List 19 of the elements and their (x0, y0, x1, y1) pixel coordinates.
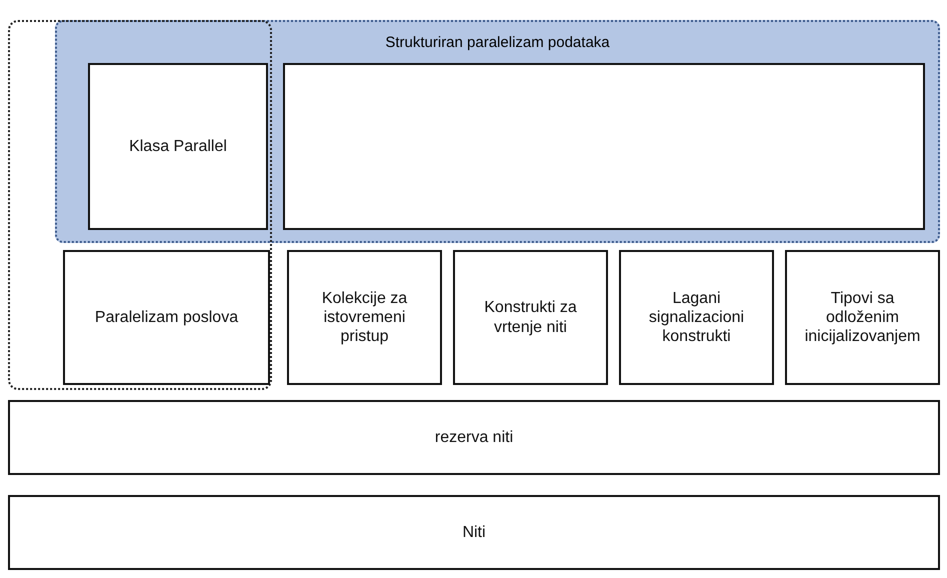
layer-label: Klasa Parallel (128, 136, 228, 156)
layer-box (619, 250, 774, 385)
group-title: Strukturiran paralelizam podataka (384, 34, 611, 51)
layer-box (8, 495, 940, 570)
layer-box (287, 250, 442, 385)
layer-label: Niti (461, 522, 487, 542)
layer-box (63, 250, 270, 385)
layer-label: rezerva niti (434, 428, 514, 448)
layer-box (453, 250, 608, 385)
layer-label: Kolekcije za istovremeni pristup (320, 288, 408, 346)
dotted-region (8, 20, 272, 390)
layer-box (283, 63, 925, 230)
layer-box (785, 250, 940, 385)
layer-label: Lagani signalizacioni konstrukti (648, 288, 746, 346)
layer-box (88, 63, 268, 230)
layer-label: Konstrukti za vrtenje niti (483, 298, 578, 337)
layer-label: Paralelizam poslova (94, 308, 240, 328)
layer-label: Tipovi sa odloženim inicijalizovanjem (804, 288, 922, 346)
layer-box (8, 400, 940, 475)
